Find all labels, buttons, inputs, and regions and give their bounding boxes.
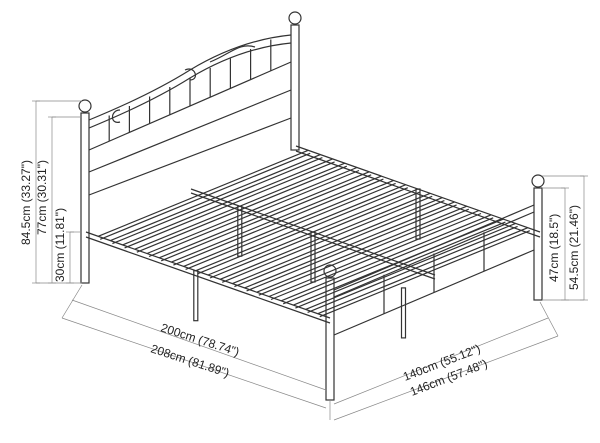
headboard-rail xyxy=(88,89,292,173)
slat-edge xyxy=(221,195,433,283)
post-ball-finial xyxy=(531,174,545,188)
support-leg xyxy=(237,205,243,257)
label-footboard-height: 47cm (18.5") xyxy=(547,214,561,282)
slat-edge xyxy=(270,212,482,301)
outer-width-dimension xyxy=(333,335,559,421)
label-footboard-total-height: 54.5cm (21.46") xyxy=(567,205,581,290)
slat-edge xyxy=(282,217,494,305)
slat-edge xyxy=(197,187,409,275)
slat-edge xyxy=(160,174,372,262)
label-total-height: 84.5cm (33.27") xyxy=(19,160,33,245)
slat-edge xyxy=(319,230,531,318)
headboard-left-post xyxy=(80,112,90,284)
decorative-scroll xyxy=(111,45,256,123)
headboard-rail xyxy=(88,117,292,196)
slat-edge xyxy=(246,204,457,292)
slat-edge xyxy=(295,221,506,309)
slat-edge xyxy=(258,208,470,296)
inner-width-dimension xyxy=(333,317,549,405)
post-ball-finial xyxy=(323,264,337,278)
footboard-left-post xyxy=(325,277,335,401)
label-headboard-height: 77cm (30.31") xyxy=(35,160,49,235)
support-leg xyxy=(400,287,407,339)
outer-length-dimension xyxy=(61,317,327,409)
support-leg xyxy=(415,188,421,240)
slat-edge xyxy=(173,178,384,266)
left-side-rail-lower xyxy=(85,236,331,324)
footboard-right-post xyxy=(533,187,543,301)
extension-line xyxy=(539,301,559,337)
slat-edge xyxy=(234,200,445,288)
support-leg xyxy=(193,270,199,322)
post-ball-finial xyxy=(78,99,92,113)
post-ball-finial xyxy=(288,11,302,25)
support-leg xyxy=(310,231,316,283)
slat-edge xyxy=(99,152,311,240)
slat-edge xyxy=(307,225,518,313)
slat-edge xyxy=(112,157,323,245)
dimension-lines xyxy=(32,100,588,421)
slat-edge xyxy=(124,161,335,249)
footboard-top-rail xyxy=(333,204,535,291)
bed-frame xyxy=(78,11,545,401)
headboard-right-post xyxy=(290,24,300,151)
slat-edge xyxy=(185,182,396,270)
headboard-arch xyxy=(88,34,292,121)
right-side-rail-lower xyxy=(295,150,541,238)
extension-line xyxy=(61,284,83,319)
inner-length-dimension xyxy=(71,299,327,391)
label-clearance: 30cm (11.81") xyxy=(53,208,67,282)
slat-edge xyxy=(148,169,360,258)
